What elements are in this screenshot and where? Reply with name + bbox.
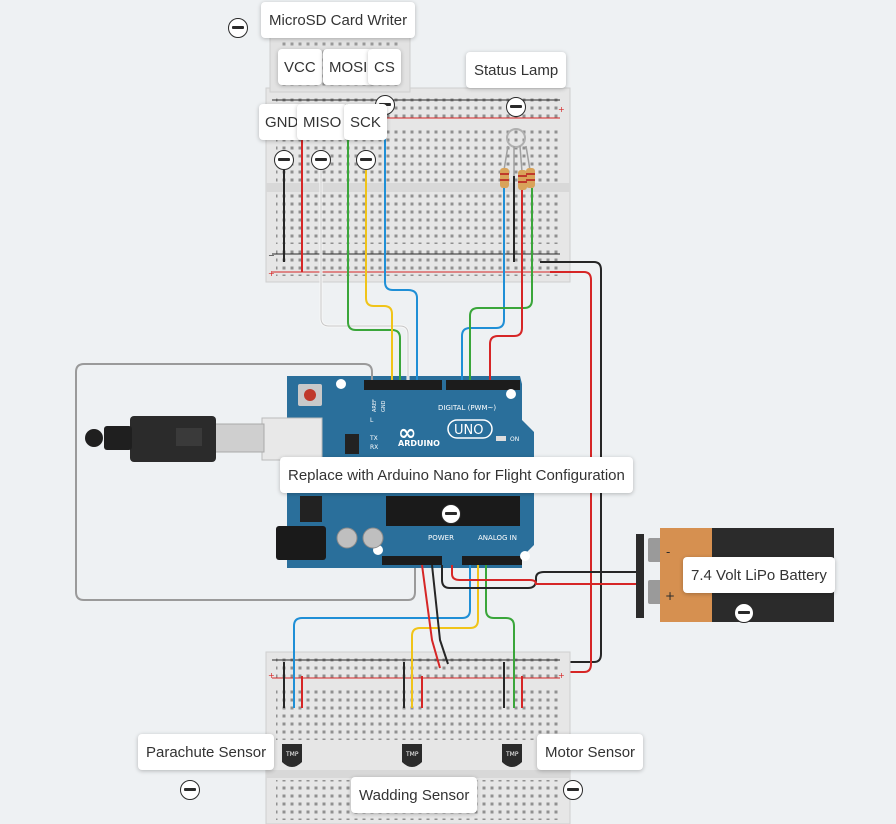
svg-text:−: − [268,251,275,260]
status-lamp-label: Status Lamp [466,52,567,88]
battery-label: 7.4 Volt LiPo Battery [683,557,835,593]
motor-sensor-label: Motor Sensor [537,734,644,770]
cs-label: CS [368,49,401,85]
power-header-label: POWER [428,534,454,542]
sck-pin-icon[interactable] [356,150,376,170]
parachute-sensor-pin-icon[interactable] [180,780,200,800]
microsd-pin-icon[interactable] [228,18,248,38]
battery-label-text: 7.4 Volt LiPo Battery [691,566,827,584]
svg-text:+: + [268,269,275,278]
miso-pin-icon[interactable] [311,150,331,170]
wadding-sensor-label: Wadding Sensor [351,777,478,813]
board-model: UNO [454,423,483,438]
analog-header-label: ANALOG IN [478,534,517,542]
usb-cable [75,363,416,601]
gnd-label: GND [259,104,305,140]
miso-label: MISO [297,104,348,140]
rx-led-label: RX [370,444,378,451]
sck-label-text: SCK [350,113,381,131]
parachute-sensor-label: Parachute Sensor [138,734,275,770]
vcc-label: VCC [278,49,322,85]
vcc-label-text: VCC [284,58,316,76]
on-led-label: ON [510,436,519,443]
wadding-sensor-chip-label: TMP [405,751,419,758]
motor-sensor-label-text: Motor Sensor [545,743,636,761]
motor-sensor-chip-label: TMP [505,751,519,758]
temperature-sensors: TMP TMP TMP [282,744,522,767]
replace-note-label-text: Replace with Arduino Nano for Flight Con… [288,466,625,484]
status-lamp-label-text: Status Lamp [474,61,559,79]
mosi-label: MOSI [323,49,374,85]
microsd-label-text: MicroSD Card Writer [269,11,408,29]
aref-pin-label: AREF [372,399,378,412]
cs-label-text: CS [374,58,395,76]
bottom-wires [283,564,636,708]
svg-text:+: + [268,671,275,680]
motor-sensor-pin-icon[interactable] [563,780,583,800]
battery-pin-icon[interactable] [734,603,754,623]
gnd-label-text: GND [265,113,299,131]
replace-note-label: Replace with Arduino Nano for Flight Con… [280,457,633,493]
miso-label-text: MISO [303,113,342,131]
parachute-sensor-label-text: Parachute Sensor [146,743,267,761]
sck-label: SCK [344,104,387,140]
battery-plus-label: + [665,589,675,603]
mosi-label-text: MOSI [329,58,368,76]
replace-note-pin-icon[interactable] [441,504,461,524]
svg-text:+: + [558,671,565,680]
wadding-sensor-label-text: Wadding Sensor [359,786,470,804]
status-lamp-led [500,128,535,190]
l-led-label: L [370,417,374,424]
battery-minus-label: - [666,545,670,559]
tx-led-label: TX [369,435,378,442]
status-lamp-pin-icon[interactable] [506,97,526,117]
svg-text:+: + [558,105,565,114]
parachute-sensor-chip-label: TMP [285,751,299,758]
digital-header-label: DIGITAL (PWM~) [438,404,496,412]
svg-text:∞: ∞ [398,421,416,446]
gnd-pin-icon[interactable] [274,150,294,170]
gnd-pin-label: GND [381,400,387,412]
board-brand: ARDUINO [398,439,440,448]
microsd-label: MicroSD Card Writer [261,2,416,38]
